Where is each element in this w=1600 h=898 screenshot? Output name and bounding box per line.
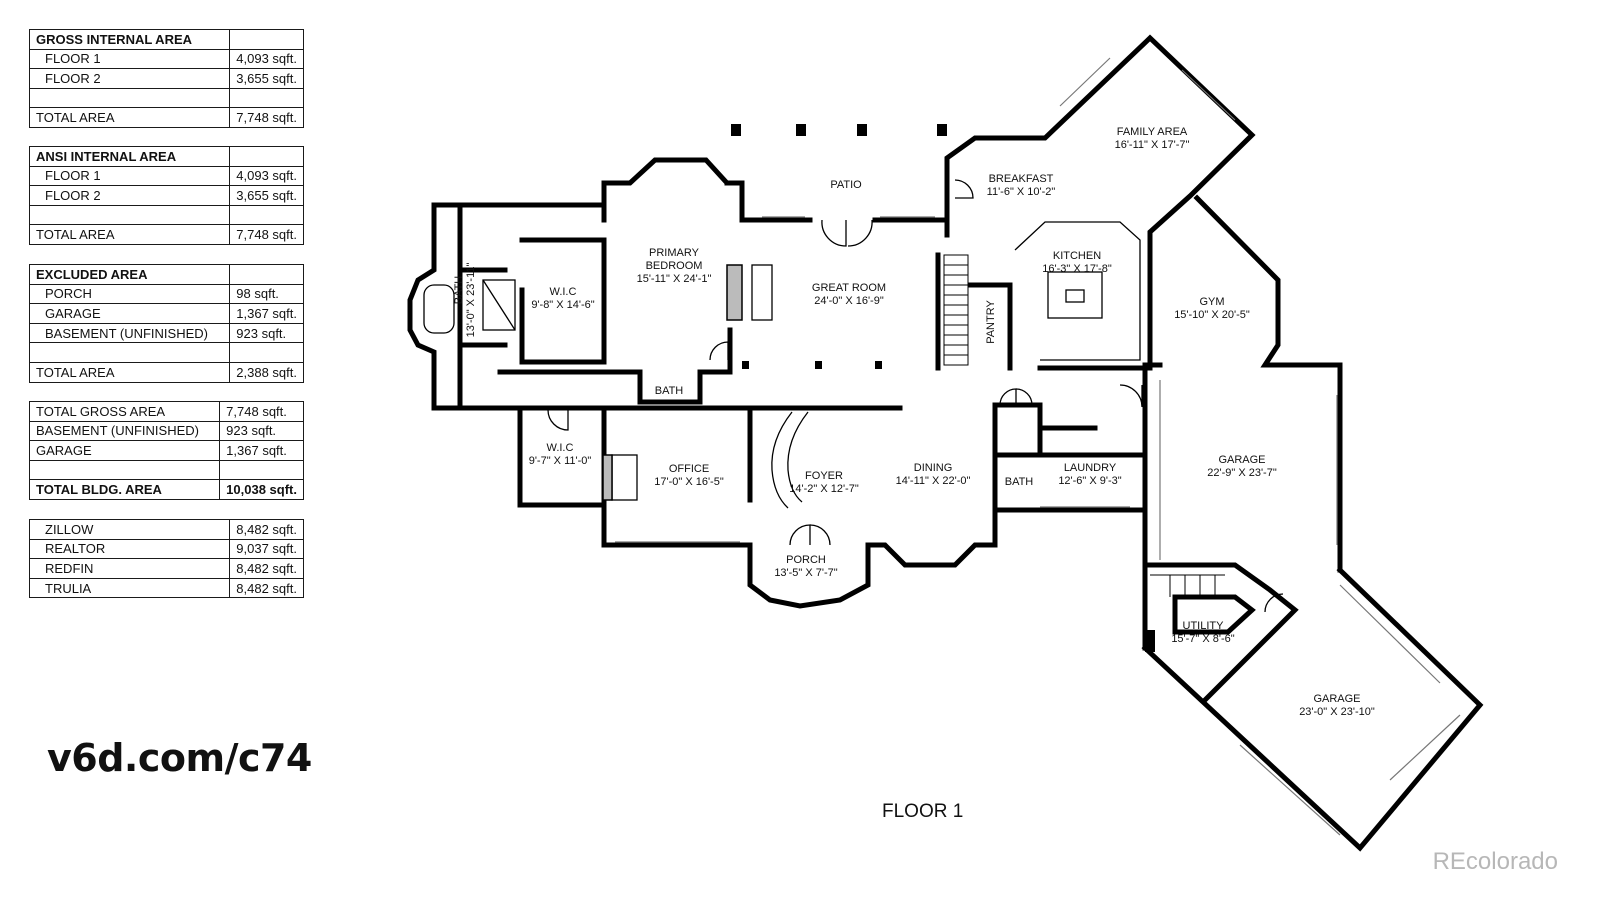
room-dims-gym: 15'-10" X 20'-5" bbox=[1174, 309, 1250, 321]
room-dims-laundry: 12'-6" X 9'-3" bbox=[1058, 475, 1121, 487]
room-dims-wic-lower: 9'-7" X 11'-0" bbox=[529, 455, 592, 467]
room-dims-garage-1: 22'-9" X 23'-7" bbox=[1207, 467, 1277, 479]
house-walls bbox=[407, 34, 1484, 852]
room-name-bath-laundry: BATH bbox=[1005, 476, 1034, 488]
table-row: BASEMENT (UNFINISHED)923 sqft. bbox=[28, 420, 304, 442]
short-link-text[interactable]: v6d.com/c74 bbox=[47, 736, 312, 780]
room-name-utility: UTILITY bbox=[1183, 620, 1225, 632]
room-dims-utility: 15'-7" X 8'-6" bbox=[1171, 633, 1234, 645]
room-name-family-area: FAMILY AREA bbox=[1117, 126, 1188, 138]
room-dims-foyer: 14'-2" X 12'-7" bbox=[789, 483, 859, 495]
room-dims-family-area: 16'-11" X 17'-7" bbox=[1115, 139, 1190, 151]
room-dims-breakfast: 11'-6" X 10'-2" bbox=[987, 186, 1056, 198]
room-name-gym: GYM bbox=[1199, 296, 1224, 308]
room-name-bath-primary: BATH bbox=[453, 276, 465, 305]
room-name-foyer: FOYER bbox=[805, 470, 843, 482]
floor-label: FLOOR 1 bbox=[882, 801, 964, 822]
room-dims-office: 17'-0" X 16'-5" bbox=[654, 476, 724, 488]
room-name-primary-bedroom-1: PRIMARY bbox=[649, 247, 700, 259]
room-name-garage-2: GARAGE bbox=[1313, 693, 1360, 705]
room-dims-porch: 13'-5" X 7'-7" bbox=[774, 567, 837, 579]
room-name-bath-small: BATH bbox=[655, 385, 684, 397]
door-swings bbox=[547, 179, 1284, 613]
room-name-kitchen: KITCHEN bbox=[1053, 250, 1101, 262]
room-dims-dining: 14'-11" X 22'-0" bbox=[896, 475, 971, 487]
room-name-pantry: PANTRY bbox=[985, 300, 997, 344]
room-name-laundry: LAUNDRY bbox=[1064, 462, 1117, 474]
room-dims-primary-bedroom: 15'-11" X 24'-1" bbox=[637, 273, 712, 285]
patio-columns bbox=[731, 124, 947, 136]
room-name-dining: DINING bbox=[914, 462, 953, 474]
room-name-great-room: GREAT ROOM bbox=[812, 282, 886, 294]
table-title: ANSI INTERNAL AREA bbox=[28, 146, 231, 167]
room-name-wic-upper: W.I.C bbox=[550, 286, 577, 298]
room-dims-great-room: 24'-0" X 16'-9" bbox=[814, 295, 884, 307]
room-dims-garage-2: 23'-0" X 23'-10" bbox=[1299, 706, 1375, 718]
room-name-office: OFFICE bbox=[669, 463, 709, 475]
room-dims-kitchen: 16'-3" X 17'-8" bbox=[1042, 263, 1112, 275]
room-name-garage-1: GARAGE bbox=[1218, 454, 1265, 466]
interior-fixtures bbox=[423, 221, 1225, 652]
room-name-breakfast: BREAKFAST bbox=[989, 173, 1054, 185]
room-name-porch: PORCH bbox=[786, 554, 826, 566]
room-name-patio: PATIO bbox=[830, 179, 862, 191]
table-row: BASEMENT (UNFINISHED)923 sqft. bbox=[28, 322, 304, 344]
windows bbox=[615, 57, 1461, 836]
great-room-columns bbox=[742, 361, 882, 369]
room-name-primary-bedroom-2: BEDROOM bbox=[646, 260, 703, 272]
room-dims-bath-primary: 13'-0" X 23'-11" bbox=[465, 263, 477, 338]
room-name-wic-lower: W.I.C bbox=[547, 442, 574, 454]
watermark: REcolorado bbox=[1432, 848, 1558, 875]
room-dims-wic-upper: 9'-8" X 14'-6" bbox=[531, 299, 594, 311]
